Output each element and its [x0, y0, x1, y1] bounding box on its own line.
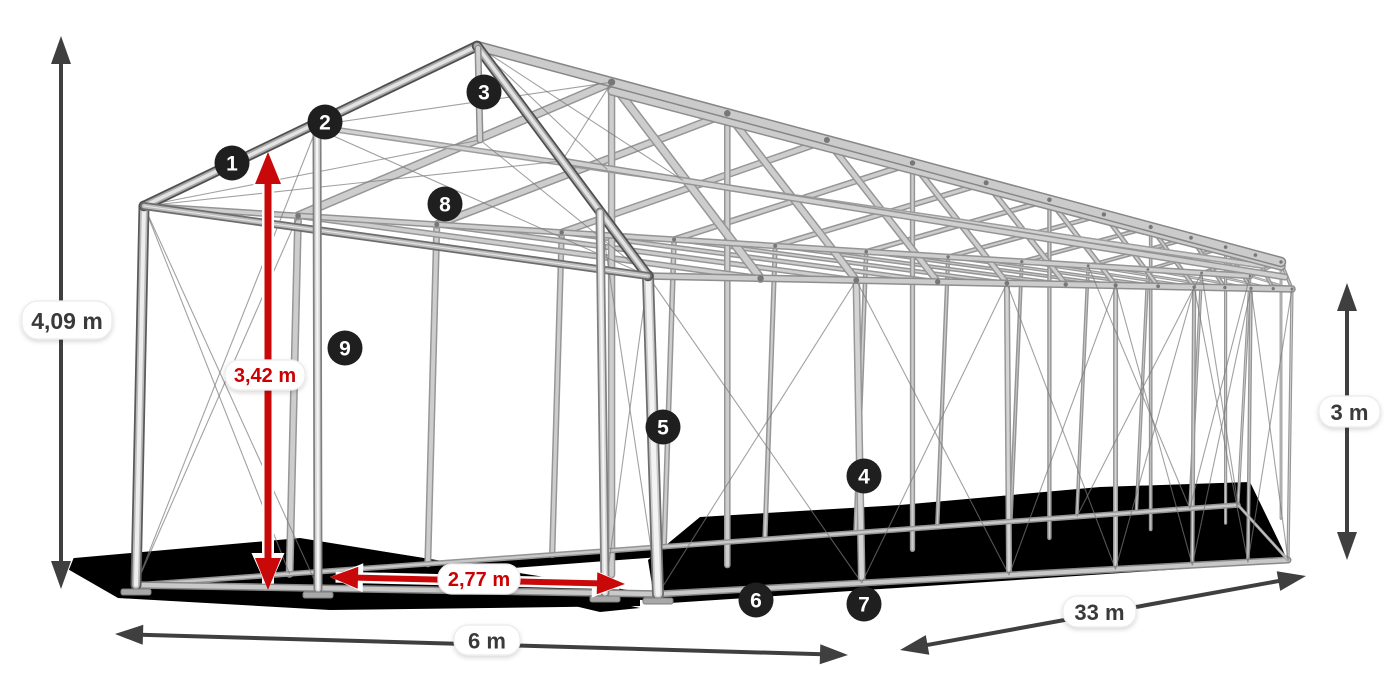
svg-text:2: 2 — [319, 112, 331, 135]
svg-text:1: 1 — [226, 153, 238, 176]
svg-text:6 m: 6 m — [468, 629, 506, 654]
svg-text:3 m: 3 m — [1331, 400, 1369, 425]
svg-text:2,77 m: 2,77 m — [448, 569, 510, 591]
svg-text:3,42 m: 3,42 m — [234, 365, 296, 387]
svg-text:8: 8 — [439, 194, 451, 217]
svg-text:3: 3 — [478, 82, 490, 105]
svg-text:6: 6 — [750, 590, 762, 613]
svg-text:9: 9 — [339, 338, 351, 361]
svg-text:5: 5 — [657, 417, 669, 440]
svg-text:4: 4 — [858, 466, 870, 489]
svg-text:4,09 m: 4,09 m — [31, 308, 103, 334]
svg-text:7: 7 — [858, 594, 870, 617]
svg-text:33 m: 33 m — [1074, 600, 1124, 625]
